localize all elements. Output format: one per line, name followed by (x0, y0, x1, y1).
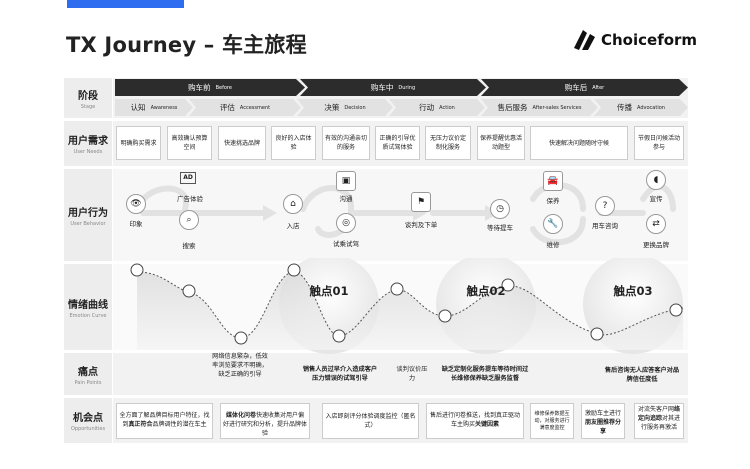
need-card: 无压力议价定制化服务 (425, 126, 471, 160)
need-card: 正确的引导优质试驾体验 (375, 126, 420, 160)
search-icon: ⌕ (179, 210, 199, 230)
question-icon: ? (595, 196, 615, 216)
opportunity-card: 入店即刻评分体验调度监控（匿名式） (322, 403, 419, 439)
behavior-label: 沟通 (339, 195, 353, 203)
behavior-label: 印象 (129, 220, 143, 228)
pain-point: 销售人员过早介入造成客户压力错误的试驾引导 (302, 366, 378, 382)
need-card: 良好的入店体验 (271, 126, 316, 160)
emotion-curve (130, 258, 684, 354)
eye-icon: 👁 (126, 194, 146, 214)
behavior-label: 广告体验 (177, 195, 203, 203)
brand-name: Choiceform (601, 31, 698, 49)
handshake-icon: ⚑ (411, 192, 431, 212)
opportunity-card: 媒体化问卷快速收集对用户偏好进行研究和分析，提升品牌体验 (220, 403, 310, 439)
ad-icon: AD (180, 172, 196, 184)
need-card: 有效的沟通亲切的服务 (322, 126, 370, 160)
need-card: 快速挑选品牌 (218, 126, 266, 160)
top-accent-bar (67, 0, 184, 8)
behavior-label: 宣传 (649, 195, 663, 203)
brand-logo: Choiceform (571, 27, 697, 53)
behavior-label: 保养 (546, 197, 560, 205)
behavior-label: 更换品牌 (643, 241, 669, 249)
need-card: 高效确认预算空间 (167, 126, 212, 160)
opportunity-card: 全方面了解品牌目标用户特征，找到真正符合品牌调性的潜在车主 (116, 403, 213, 439)
clock-icon: ◷ (490, 199, 510, 219)
pain-band (113, 353, 688, 395)
pain-point: 缺乏定制化服务提车等待时间过长维修保养缺乏服务监督 (441, 366, 529, 382)
steering-wheel-icon: ◎ (336, 213, 356, 233)
opportunity-card: 维修保养数据互动，对服务进行满意度监控 (530, 403, 574, 439)
pain-point: 网络信息繁杂，低效率浏览要求不明确，缺乏正确的引导 (212, 353, 268, 378)
car-icon: 🚘 (543, 171, 563, 191)
need-card: 快速解决问题随时守候 (530, 126, 628, 160)
pain-point: 谈判议价压力 (396, 366, 428, 382)
need-card: 节假日问候活动参与 (634, 126, 684, 160)
behavior-label: 等待提车 (487, 224, 513, 232)
chat-icon: ▣ (336, 171, 356, 191)
swap-icon: ⇄ (646, 214, 666, 234)
touchpoint-label-3: 触点03 (613, 284, 653, 298)
touchpoint-label-1: 触点01 (309, 284, 349, 298)
pain-point: 售后咨询无人应答客户对品牌信任度低 (604, 367, 680, 383)
behavior-label: 试乘试驾 (333, 240, 359, 248)
speaker-icon: ◖ (646, 170, 666, 190)
behavior-label: 入店 (286, 222, 300, 230)
page-title: TX Journey – 车主旅程 (66, 33, 307, 57)
touchpoint-label-2: 触点02 (466, 284, 506, 298)
need-card: 明确购买需求 (116, 126, 161, 160)
opportunity-card: 激励车主进行朋友圈推荐分享 (581, 403, 625, 439)
behavior-label: 用车咨询 (592, 222, 618, 230)
behavior-label: 搜索 (182, 242, 196, 250)
behavior-label: 谈判及下单 (404, 221, 438, 229)
opportunity-card: 对流失客户网络定向追踪对其进行服务再激活 (634, 403, 684, 439)
choiceform-logo-icon (574, 30, 595, 50)
behavior-label: 维修 (546, 241, 560, 249)
wrench-icon: 🔧 (543, 214, 563, 234)
opportunity-card: 售后进行问卷推送，找到真正驱动车主购买关键因素 (426, 403, 524, 439)
store-icon: ⌂ (283, 194, 303, 214)
need-card: 保养提醒优惠活动题型 (477, 126, 525, 160)
